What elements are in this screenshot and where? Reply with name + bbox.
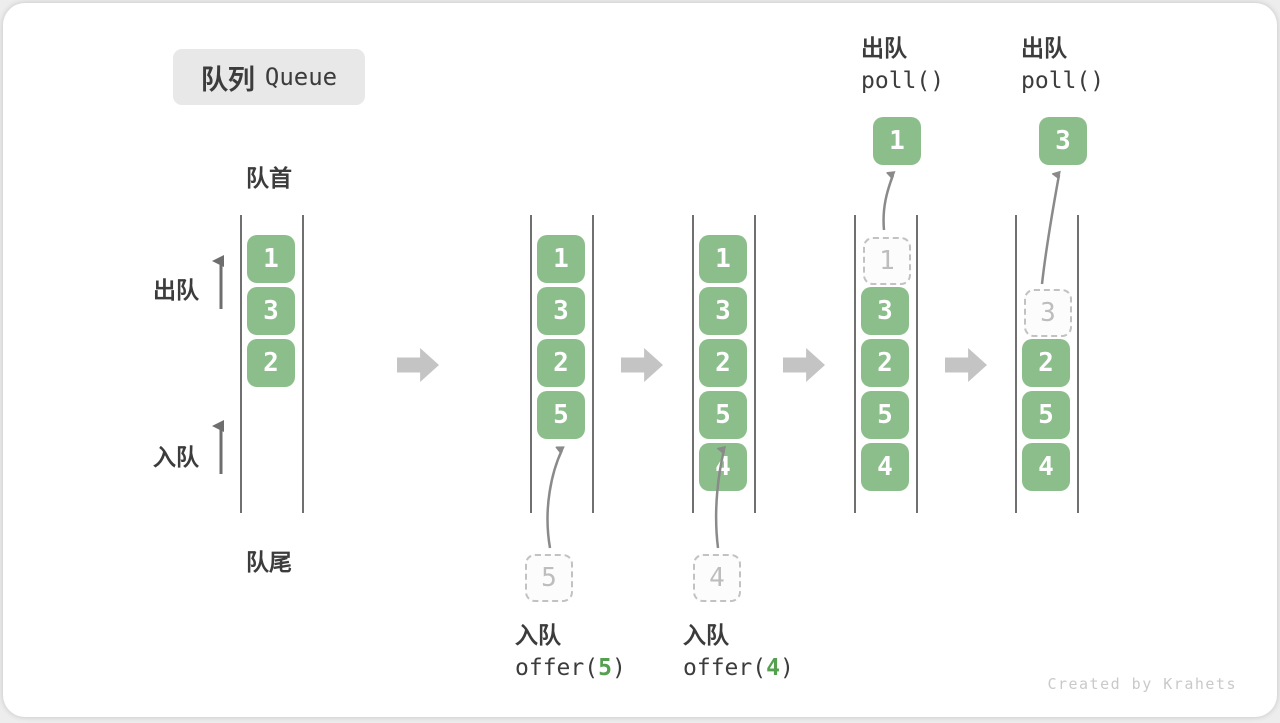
queue-item: 2: [699, 339, 747, 387]
enqueue-side-label: 入队: [153, 444, 199, 470]
queue1-wall-right: [302, 215, 304, 513]
enqueue-curve-arrow-icon: [546, 450, 562, 549]
queue-item: 4: [861, 443, 909, 491]
queue-item: 5: [861, 391, 909, 439]
queue-item: 2: [861, 339, 909, 387]
flow-arrow-icon: [621, 348, 663, 382]
outgoing-item: 1: [873, 117, 921, 165]
dequeue-curve-arrow-icon: [882, 175, 893, 231]
diagram-canvas: 队列 Queue 队首 队尾 出队 入队 1 3 2 1 3 2 5 5 1 3…: [3, 3, 1277, 717]
removed-item-dashed: 1: [863, 237, 911, 285]
incoming-item-dashed: 5: [525, 554, 573, 602]
queue-item: 4: [699, 443, 747, 491]
dequeue-side-label: 出队: [153, 277, 199, 303]
dequeue-op-zh: 出队: [1021, 35, 1067, 61]
queue-item: 2: [1022, 339, 1070, 387]
watermark: Created by Krahets: [1047, 675, 1237, 693]
enqueue-op-code: offer(4): [683, 655, 794, 681]
dequeue-op-zh: 出队: [861, 35, 907, 61]
queue3-wall-right: [754, 215, 756, 513]
flow-arrow-icon: [945, 348, 987, 382]
queue4-wall-right: [916, 215, 918, 513]
queue-item: 3: [247, 287, 295, 335]
queue-item: 2: [537, 339, 585, 387]
dequeue-curve-arrow-icon: [1040, 175, 1059, 285]
queue-item: 3: [861, 287, 909, 335]
queue-rear-label: 队尾: [246, 549, 292, 575]
dequeue-op-label: 出队 poll(): [861, 33, 944, 99]
flow-arrow-icon: [397, 348, 439, 382]
queue-item: 3: [699, 287, 747, 335]
title-en: Queue: [264, 63, 338, 91]
queue-item: 1: [247, 235, 295, 283]
enqueue-op-zh: 入队: [683, 622, 729, 648]
queue-item: 1: [537, 235, 585, 283]
incoming-item-dashed: 4: [693, 554, 741, 602]
enqueue-op-label: 入队 offer(5): [515, 620, 626, 686]
outgoing-item: 3: [1039, 117, 1087, 165]
queue1-wall-left: [240, 215, 242, 513]
enqueue-arg: 5: [598, 655, 612, 681]
queue-item: 4: [1022, 443, 1070, 491]
queue5-wall-right: [1077, 215, 1079, 513]
enqueue-arg: 4: [766, 655, 780, 681]
enqueue-op-code: offer(5): [515, 655, 626, 681]
queue4-wall-left: [854, 215, 856, 513]
removed-item-dashed: 3: [1024, 289, 1072, 337]
title-box: 队列 Queue: [173, 49, 365, 105]
title-zh: 队列: [200, 64, 255, 95]
queue-item: 5: [1022, 391, 1070, 439]
queue2-wall-right: [592, 215, 594, 513]
dequeue-op-code: poll(): [861, 68, 945, 94]
dequeue-op-label: 出队 poll(): [1021, 33, 1104, 99]
queue-item: 5: [699, 391, 747, 439]
queue-item: 1: [699, 235, 747, 283]
queue5-wall-left: [1015, 215, 1017, 513]
enqueue-op-label: 入队 offer(4): [683, 620, 794, 686]
queue3-wall-left: [692, 215, 694, 513]
flow-arrow-icon: [783, 348, 825, 382]
queue-item: 3: [537, 287, 585, 335]
dequeue-op-code: poll(): [1021, 68, 1105, 94]
queue2-wall-left: [530, 215, 532, 513]
enqueue-op-zh: 入队: [515, 622, 561, 648]
queue-item: 5: [537, 391, 585, 439]
queue-front-label: 队首: [246, 165, 292, 191]
queue-item: 2: [247, 339, 295, 387]
